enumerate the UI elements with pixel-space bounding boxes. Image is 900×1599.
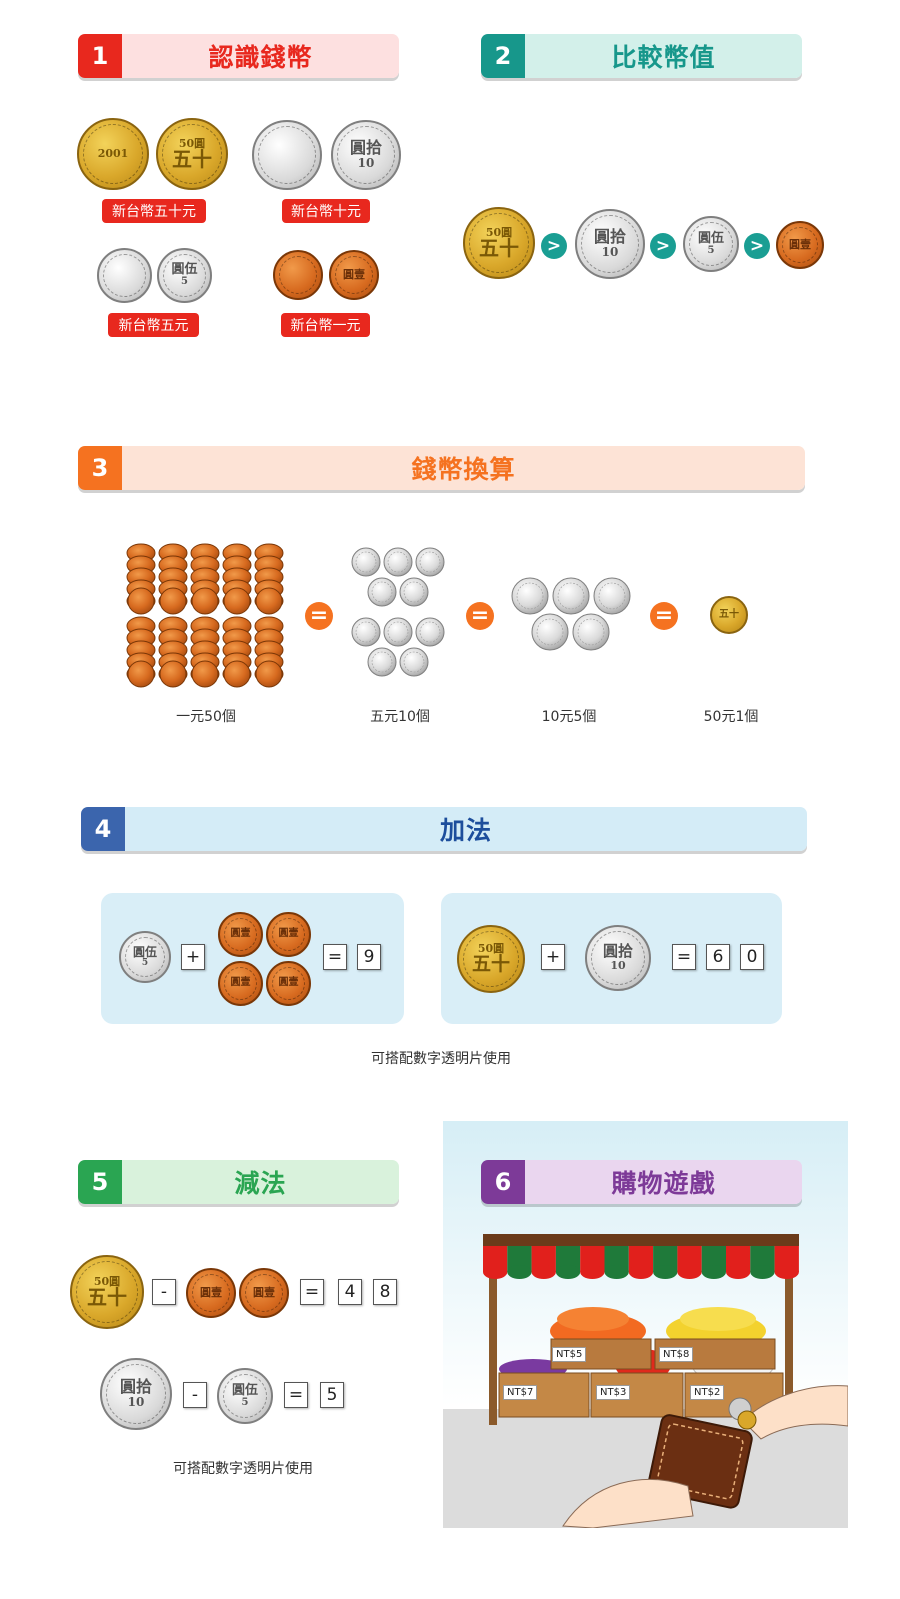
one-dollar-coin-stacks [126, 543, 286, 689]
section-4-header: 4 加法 [81, 807, 807, 851]
sub1-one-coin-a: 圓壹 [186, 1268, 236, 1318]
section-3-header: 3 錢幣換算 [78, 446, 805, 490]
section-2-number: 2 [481, 34, 525, 78]
price-tag-1: NT$5 [552, 1347, 587, 1362]
coin-stack-drawing [126, 543, 284, 688]
minus-sign-1: - [152, 1279, 176, 1305]
five-dollar-coin-portrait [97, 248, 152, 303]
caption-five-dollar-10: 五元10個 [370, 709, 430, 725]
result-add-1: 9 [357, 944, 381, 970]
caption-ten-dollar-5: 10元5個 [541, 709, 597, 725]
market-stall-illustration [443, 1234, 848, 1528]
section-5-number: 5 [78, 1160, 122, 1204]
section-2-title: 比較幣值 [525, 34, 802, 78]
fifty-dollar-coin-value: 50圓五十 [156, 118, 228, 190]
section-5-header: 5 減法 [78, 1160, 399, 1204]
caption-fifty-dollar-1: 50元1個 [703, 709, 759, 725]
greater-than-icon-3: > [744, 233, 770, 259]
result-sub-2: 5 [320, 1382, 344, 1408]
section-4-title: 加法 [125, 807, 807, 851]
section-3-title: 錢幣換算 [122, 446, 805, 490]
ten-coin-cluster [511, 577, 631, 651]
addition-note: 可搭配數字透明片使用 [371, 1051, 511, 1067]
one-dollar-coin-value: 圓壹 [329, 250, 379, 300]
section-6-number: 6 [481, 1160, 525, 1204]
add2-fifty-coin: 50圓五十 [457, 925, 525, 993]
fifty-dollar-coin-portrait: 2001 [77, 118, 149, 190]
minus-sign-2: - [183, 1382, 207, 1408]
subtraction-note: 可搭配數字透明片使用 [173, 1461, 313, 1477]
section-6-header: 6 購物遊戲 [481, 1160, 802, 1204]
add1-one-coin-b: 圓壹 [266, 912, 311, 957]
section-4-number: 4 [81, 807, 125, 851]
price-tag-3: NT$7 [503, 1385, 538, 1400]
single-fifty-coin: 五十 [710, 596, 748, 634]
equals-sign-sub-2: = [284, 1382, 308, 1408]
result-sub-1-digit-1: 4 [338, 1279, 362, 1305]
equals-icon-3: = [650, 602, 678, 630]
sub1-fifty-coin: 50圓五十 [70, 1255, 144, 1329]
section-1-title: 認識錢幣 [122, 34, 399, 78]
label-ten-dollar: 新台幣十元 [282, 199, 370, 223]
caption-one-dollar-50: 一元50個 [176, 709, 236, 725]
equals-sign-add-1: = [323, 944, 347, 970]
compare-fifty-coin: 50圓五十 [463, 207, 535, 279]
label-fifty-dollar: 新台幣五十元 [102, 199, 206, 223]
ten-five-dollar-coins [350, 545, 448, 677]
greater-than-icon-2: > [650, 233, 676, 259]
plus-sign-2: + [541, 944, 565, 970]
result-add-2-digit-2: 0 [740, 944, 764, 970]
greater-than-icon-1: > [541, 233, 567, 259]
section-1-header: 1 認識錢幣 [78, 34, 399, 78]
price-tag-4: NT$3 [596, 1385, 631, 1400]
add1-one-coin-a: 圓壹 [218, 912, 263, 957]
result-sub-1-digit-2: 8 [373, 1279, 397, 1305]
compare-one-coin: 圓壹 [776, 221, 824, 269]
plus-sign-1: + [181, 944, 205, 970]
sub1-one-coin-b: 圓壹 [239, 1268, 289, 1318]
price-tag-5: NT$2 [690, 1385, 725, 1400]
section-1-number: 1 [78, 34, 122, 78]
one-dollar-coin-portrait [273, 250, 323, 300]
add1-one-coin-d: 圓壹 [266, 961, 311, 1006]
five-coin-cluster [351, 547, 445, 677]
price-tag-2: NT$8 [659, 1347, 694, 1362]
equals-sign-sub-1: = [300, 1279, 324, 1305]
label-five-dollar: 新台幣五元 [108, 313, 199, 337]
section-2-header: 2 比較幣值 [481, 34, 802, 78]
equals-icon-2: = [466, 602, 494, 630]
section-3-number: 3 [78, 446, 122, 490]
ten-dollar-coin-portrait [252, 120, 322, 190]
equals-sign-add-2: = [672, 944, 696, 970]
result-add-2-digit-1: 6 [706, 944, 730, 970]
section-6-title: 購物遊戲 [525, 1160, 802, 1204]
five-ten-dollar-coins [510, 576, 632, 652]
equals-icon-1: = [305, 602, 333, 630]
label-one-dollar: 新台幣一元 [281, 313, 370, 337]
section-5-title: 減法 [122, 1160, 399, 1204]
add1-one-coin-c: 圓壹 [218, 961, 263, 1006]
